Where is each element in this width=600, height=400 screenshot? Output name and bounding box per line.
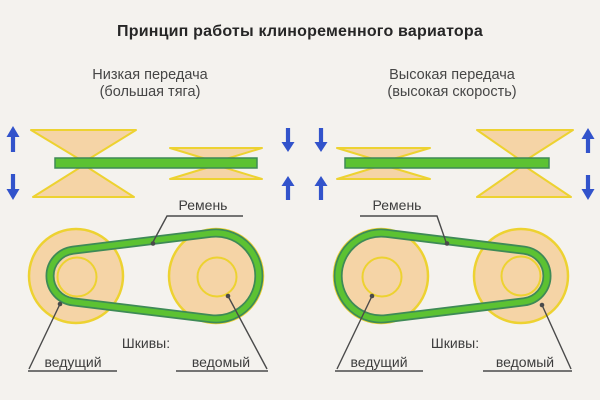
low-gear-side-view: [6, 126, 295, 200]
low-gear-top-view: [27, 215, 268, 372]
belt-side-view: [344, 157, 550, 169]
driven-pulley-cone-open: [476, 129, 574, 198]
low-gear-heading-line1: Низкая передача: [92, 67, 208, 83]
belt-loop: [333, 228, 552, 324]
driving-pulley-cone-open: [30, 129, 137, 198]
driving-pulley-cone-closed: [336, 147, 431, 180]
diagram-title: Принцип работы клиноременного вариатора: [117, 23, 483, 40]
high-gear-top-view: [332, 215, 572, 372]
high-gear-heading-line1: Высокая передача: [389, 67, 515, 83]
driven-pulley-hub: [500, 255, 542, 297]
driven-leader-line: [176, 293, 268, 372]
halves-apart-arrow-down-icon: [6, 174, 20, 200]
halves-squeeze-arrow-up-icon: [314, 176, 328, 200]
low-gear-heading-line2: (большая тяга): [99, 84, 201, 100]
belt-loop: [45, 228, 264, 324]
driven-pulley: [472, 227, 570, 325]
pulleys-label: Шкивы:: [430, 335, 480, 351]
belt-leader-line: [360, 215, 450, 246]
belt-side-view: [54, 157, 258, 169]
halves-apart-arrow-up-icon: [6, 126, 20, 152]
halves-squeeze-arrow-down-icon: [281, 128, 295, 152]
driven-pulley-label: ведомый: [191, 354, 251, 370]
driven-pulley-cone-closed: [169, 147, 263, 180]
driving-leader-line: [28, 301, 117, 372]
belt-label: Ремень: [372, 197, 422, 213]
driving-leader-line: [335, 293, 423, 372]
low-gear-heading: Низкая передача (большая тяга): [92, 67, 207, 101]
driving-pulley-label: ведущий: [350, 354, 408, 370]
driving-pulley-hub: [56, 256, 98, 298]
halves-apart-arrow-up-icon: [581, 128, 595, 153]
halves-squeeze-arrow-up-icon: [281, 176, 295, 200]
driven-pulley-hub: [196, 256, 238, 298]
halves-apart-arrow-down-icon: [581, 175, 595, 200]
belt-label: Ремень: [178, 197, 228, 213]
driven-pulley-label: ведомый: [495, 354, 555, 370]
high-gear-heading: Высокая передача (высокая скорость): [387, 67, 516, 101]
high-gear-heading-line2: (высокая скорость): [387, 84, 517, 100]
high-gear-side-view: [314, 128, 595, 200]
driven-leader-line: [483, 302, 572, 372]
driving-pulley-hub: [361, 256, 403, 298]
halves-squeeze-arrow-down-icon: [314, 128, 328, 152]
pulleys-label: Шкивы:: [121, 335, 171, 351]
belt-leader-line: [150, 215, 243, 246]
driving-pulley-label: ведущий: [44, 354, 102, 370]
driving-pulley: [27, 227, 125, 325]
